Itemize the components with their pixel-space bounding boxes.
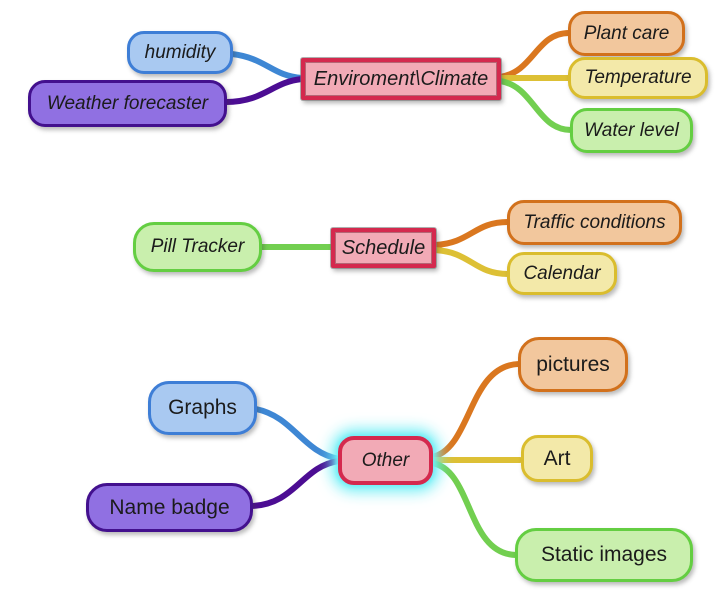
- node-name-badge[interactable]: Name badge: [86, 483, 253, 532]
- link-enviroment-climate-to-water-level: [497, 78, 574, 133]
- link-other-to-static-images: [429, 460, 519, 558]
- node-water-level[interactable]: Water level: [570, 108, 693, 153]
- node-plant-care[interactable]: Plant care: [568, 11, 685, 56]
- node-pill-tracker[interactable]: Pill Tracker: [133, 222, 262, 272]
- node-static-images[interactable]: Static images: [515, 528, 693, 582]
- link-enviroment-climate-to-plant-care: [497, 30, 572, 80]
- link-schedule-to-calendar: [432, 247, 511, 277]
- root-node-schedule[interactable]: Schedule: [331, 228, 436, 268]
- root-node-enviroment-climate[interactable]: Enviroment\Climate: [301, 58, 501, 100]
- node-graphs[interactable]: Graphs: [148, 381, 257, 435]
- node-weather-forecaster[interactable]: Weather forecaster: [28, 80, 227, 127]
- link-schedule-to-traffic-conditions: [432, 219, 511, 248]
- link-other-to-pictures: [429, 361, 522, 460]
- node-humidity[interactable]: humidity: [127, 31, 233, 74]
- node-calendar[interactable]: Calendar: [507, 252, 617, 295]
- node-traffic-conditions[interactable]: Traffic conditions: [507, 200, 682, 245]
- root-node-other[interactable]: Other: [338, 436, 433, 485]
- node-art[interactable]: Art: [521, 435, 593, 482]
- link-graphs-to-other: [253, 406, 342, 462]
- link-name-badge-to-other: [249, 458, 342, 509]
- node-temperature[interactable]: Temperature: [568, 57, 708, 99]
- node-pictures[interactable]: pictures: [518, 337, 628, 392]
- link-weather-forecaster-to-enviroment-climate: [223, 76, 305, 105]
- link-humidity-to-enviroment-climate: [229, 51, 305, 81]
